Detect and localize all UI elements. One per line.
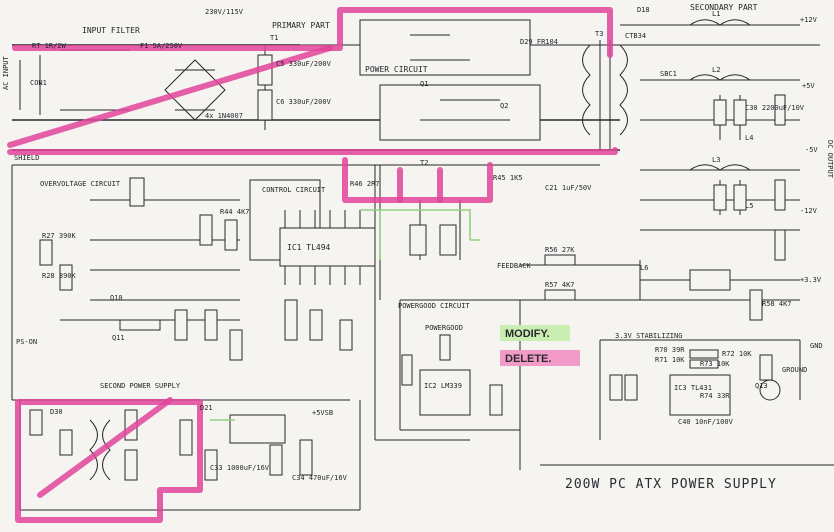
ic2-label: IC2 LM339	[424, 382, 462, 390]
power-circuit-label: POWER CIRCUIT	[365, 65, 428, 74]
gnd-label: GND	[810, 342, 823, 350]
ac-input-label: AC INPUT	[2, 55, 10, 90]
modify-legend-text: MODIFY.	[505, 328, 550, 340]
ps-on-label: PS-ON	[16, 338, 37, 346]
minus5-label: -5V	[805, 146, 818, 154]
ground-label: GROUND	[782, 366, 807, 374]
c30-label: C30 2200uF/10V	[745, 104, 805, 112]
delete-legend-text: DELETE.	[505, 353, 551, 365]
overvoltage-label: OVERVOLTAGE CIRCUIT	[40, 180, 121, 188]
shield-label: SHIELD	[14, 154, 39, 162]
stabilizing-label: 3.3V STABILIZING	[615, 332, 682, 340]
r72-label: R72 10K	[722, 350, 752, 358]
plus33-label: +3.3V	[800, 276, 822, 284]
control-circuit-label: CONTROL CIRCUIT	[262, 186, 326, 194]
q2-label: Q2	[500, 102, 508, 110]
con1-label: CON1	[30, 79, 47, 87]
l3-label: L3	[712, 156, 720, 164]
minus12-label: -12V	[800, 207, 818, 215]
t3-label: T3	[595, 30, 603, 38]
r44-label: R44 4K7	[220, 208, 250, 216]
q11-label: Q11	[112, 334, 125, 342]
c6-label: C6 330uF/200V	[276, 98, 332, 106]
second-power-supply-label: SECOND POWER SUPPLY	[100, 382, 181, 390]
r46-label: R46 2R7	[350, 180, 380, 188]
plus12-label: +12V	[800, 16, 818, 24]
r74-label: R74 33R	[700, 392, 730, 400]
r70-label: R70 39R	[655, 346, 685, 354]
feedback-label: FEEDBACK	[497, 262, 532, 270]
t2-label: T2	[420, 159, 428, 167]
d18-label: D18	[637, 6, 650, 14]
r71-label: R71 10K	[655, 356, 685, 364]
bridge-label: 4x 1N4007	[205, 112, 243, 120]
primary-part-label: PRIMARY PART	[272, 21, 330, 30]
r73-label: R73 10K	[700, 360, 730, 368]
r45-label: R45 1K5	[493, 174, 523, 182]
d20-label: SBC1	[660, 70, 677, 78]
c21-label: C21 1uF/50V	[545, 184, 592, 192]
secondary-part-label: SECONDARY PART	[690, 3, 758, 12]
r28-label: R28 390K	[42, 272, 77, 280]
delete-swatch	[500, 350, 580, 366]
input-filter-label: INPUT FILTER	[82, 26, 140, 35]
modify-swatch	[500, 325, 570, 341]
q10-label: Q10	[110, 294, 123, 302]
modify-highlights	[210, 209, 480, 421]
diagram-title: 200W PC ATX POWER SUPPLY	[565, 477, 777, 492]
d30-label: D30	[50, 408, 63, 416]
d29-label: D29 FR104	[520, 38, 558, 46]
ic3-label: IC3 TL431	[674, 384, 712, 392]
switch-label: 230V/115V	[205, 8, 244, 16]
q13-label: Q13	[755, 382, 768, 390]
c34-label: C34 470uF/16V	[292, 474, 348, 482]
r27-label: R27 390K	[42, 232, 77, 240]
delete-highlights	[7, 7, 618, 523]
c5-label: C5 330uF/200V	[276, 60, 332, 68]
io-labels: AC INPUT DC OUTPUT CON1 230V/115V +12V +…	[2, 8, 834, 417]
section-labels: INPUT FILTER PRIMARY PART SECONDARY PART…	[14, 3, 758, 390]
r56-label: R56 27K	[545, 246, 575, 254]
dc-output-label: DC OUTPUT	[826, 140, 834, 179]
t1-label: T1	[270, 34, 278, 42]
fuse-label: F1 5A/250V	[140, 42, 183, 50]
c33-label: C33 1000uF/16V	[210, 464, 270, 472]
l4-label: L4	[745, 134, 753, 142]
l6-label: L6	[640, 264, 648, 272]
r57-label: R57 4K7	[545, 281, 575, 289]
l5-label: L5	[745, 202, 753, 210]
r58-label: R58 4K7	[762, 300, 792, 308]
d21-label: D21	[200, 404, 213, 412]
d19-label: CTB34	[625, 32, 646, 40]
wiring	[11, 19, 834, 511]
legend: MODIFY. DELETE.	[500, 325, 580, 366]
component-labels: IC1 TL494 IC2 LM339 IC3 TL431 RT 1R/2W F…	[32, 6, 805, 482]
q1-label: Q1	[420, 80, 428, 88]
plus5-label: +5V	[802, 82, 815, 90]
l1-label: L1	[712, 10, 720, 18]
powergood-label: POWERGOOD	[425, 324, 463, 332]
ic1-label: IC1 TL494	[287, 243, 331, 252]
powergood-circuit-label: POWERGOOD CIRCUIT	[398, 302, 470, 310]
rt-label: RT 1R/2W	[32, 42, 67, 50]
plus5vsb-label: +5VSB	[312, 409, 333, 417]
l2-label: L2	[712, 66, 720, 74]
c40-label: C40 10nF/100V	[678, 418, 734, 426]
